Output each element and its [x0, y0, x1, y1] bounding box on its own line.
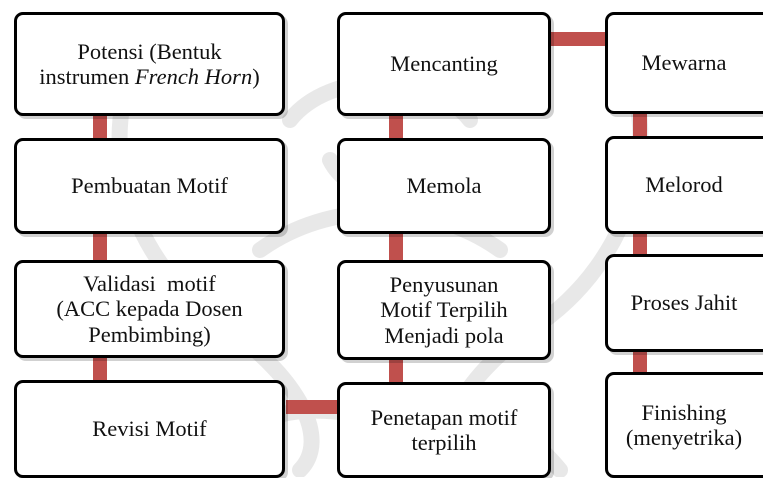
step-finishing: Finishing (menyetrika) [605, 372, 763, 478]
connector-penetapan-penyusunan [389, 360, 403, 382]
step-mewarna-label: Mewarna [641, 50, 727, 76]
connector-memola-mencanting [389, 116, 403, 138]
connector-validasi-revisi [93, 358, 107, 380]
step-penyusunan-line3: Menjadi pola [384, 322, 504, 348]
connector-penyusunan-memola [389, 234, 403, 260]
step-memola: Memola [337, 138, 551, 234]
step-mencanting-label: Mencanting [390, 51, 498, 77]
step-penetapan-motif: Penetapan motif terpilih [337, 382, 551, 478]
step-melorod: Melorod [605, 136, 763, 234]
connector-mencanting-mewarna [550, 32, 606, 46]
step-penetapan-line2: terpilih [411, 430, 477, 455]
connector-proses-jahit-finishing [633, 352, 647, 372]
step-potensi: Potensi (Bentuk instrumen French Horn) [14, 12, 285, 116]
step-validasi-line2: (ACC kepada Dosen [56, 296, 243, 322]
connector-melorod-proses-jahit [633, 234, 647, 254]
step-penyusunan-line1: Penyusunan [389, 272, 499, 298]
step-pembuatan-motif-label: Pembuatan Motif [71, 173, 228, 199]
step-validasi-motif: Validasi motif (ACC kepada Dosen Pembimb… [14, 260, 285, 358]
step-revisi-motif: Revisi Motif [14, 380, 285, 478]
step-validasi-line1: Validasi motif [83, 271, 216, 297]
connector-mewarna-melorod [633, 114, 647, 136]
step-pembuatan-motif: Pembuatan Motif [14, 138, 285, 234]
step-potensi-text: Potensi (Bentuk instrumen [39, 38, 222, 89]
step-potensi-text-after: ) [252, 64, 260, 89]
step-penyusunan-line2: Motif Terpilih [380, 297, 508, 323]
step-penyusunan: Penyusunan Motif Terpilih Menjadi pola [337, 260, 551, 360]
connector-pembuatan-validasi [93, 234, 107, 260]
step-memola-label: Memola [406, 173, 482, 199]
step-finishing-line1: Finishing [641, 399, 727, 425]
step-finishing-line2: (menyetrika) [625, 425, 743, 450]
step-proses-jahit: Proses Jahit [605, 254, 763, 352]
step-proses-jahit-label: Proses Jahit [630, 290, 738, 316]
step-melorod-label: Melorod [645, 172, 723, 198]
connector-potensi-pembuatan [93, 116, 107, 138]
step-potensi-italic: French Horn [134, 64, 253, 89]
step-validasi-line3: Pembimbing) [88, 321, 211, 347]
step-mencanting: Mencanting [337, 12, 551, 116]
connector-revisi-penetapan [286, 400, 337, 414]
step-revisi-motif-label: Revisi Motif [92, 416, 207, 442]
step-penetapan-line1: Penetapan motif [370, 404, 518, 430]
step-mewarna: Mewarna [605, 12, 763, 114]
